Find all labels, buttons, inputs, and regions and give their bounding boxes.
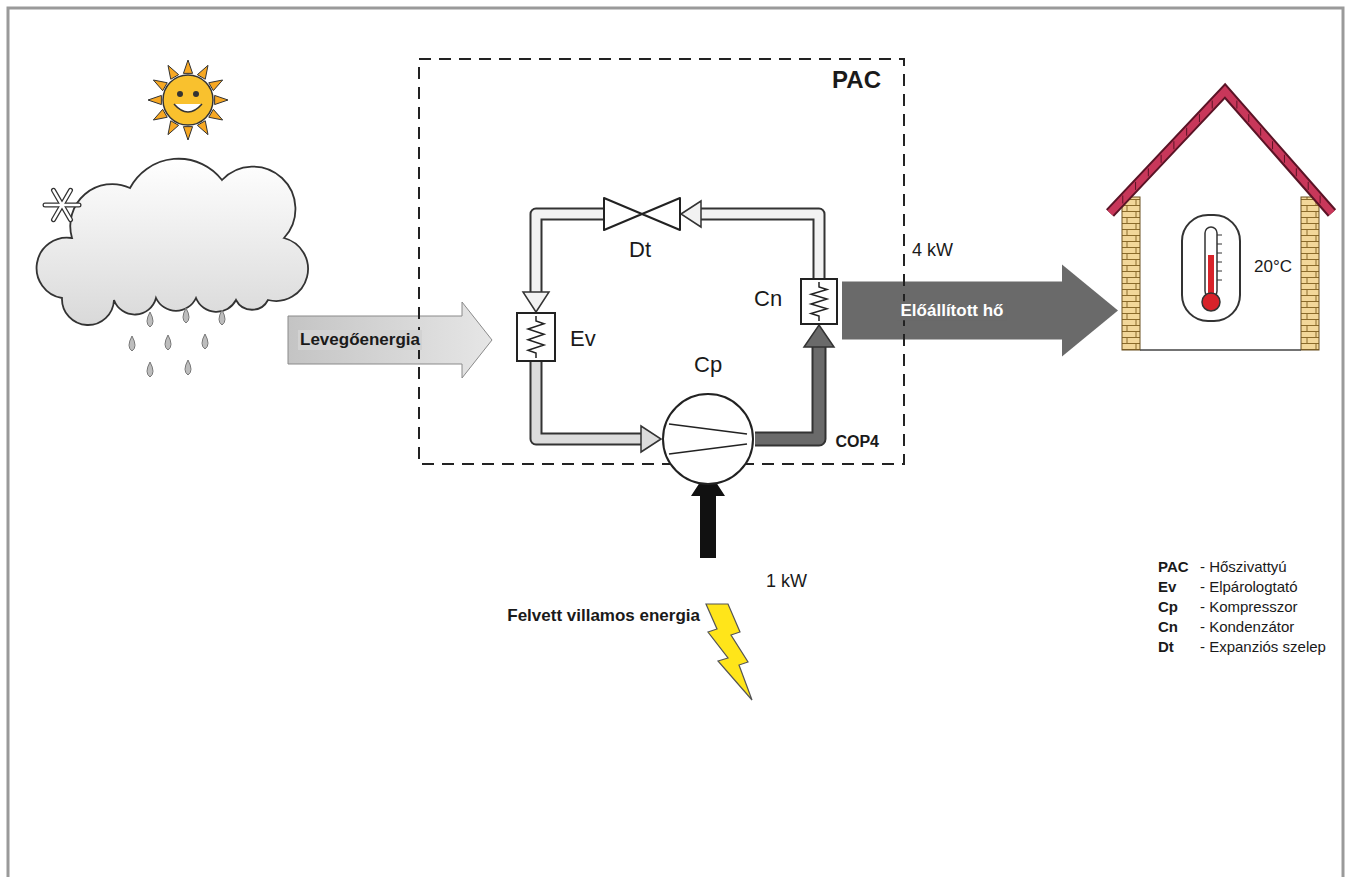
compressor-outline	[661, 392, 755, 486]
node-label: 20°C	[1254, 257, 1292, 277]
annotation: 1 kW	[766, 571, 807, 592]
node-label: Cp	[694, 352, 722, 377]
legend-key: - Kompresszor	[1200, 598, 1298, 615]
legend-key: - Hőszivattyú	[1200, 558, 1287, 575]
compressor: Cp	[661, 392, 755, 486]
condenser: Cn	[800, 278, 838, 325]
node-label: Dt	[629, 237, 651, 262]
legend-key: - Expanziós szelep	[1200, 638, 1326, 655]
heat-pump-boundary-outline	[418, 58, 905, 465]
legend-key: Cn	[1158, 618, 1178, 635]
refrigerant-flow	[755, 325, 834, 439]
legend-key: - Elpárologtató	[1200, 578, 1298, 595]
expansion-valve: Dt	[603, 197, 681, 231]
node-label: Ev	[570, 326, 596, 351]
evaporator-outline	[516, 312, 556, 362]
cloud-icon	[37, 159, 308, 325]
legend-key: PAC	[1158, 558, 1189, 575]
heat-pump-boundary: PAC COP4 DtEvCp Cn	[418, 58, 905, 465]
expansion-valve-outline	[603, 197, 681, 231]
refrigerant-flow	[523, 214, 603, 312]
house: 20°C	[1118, 85, 1323, 355]
raindrops	[129, 308, 225, 377]
annotation: Felvett villamos energia	[507, 606, 700, 626]
evaporator: Ev	[516, 312, 556, 362]
edge-label: Előállított hő	[898, 301, 1007, 321]
refrigerant-flow	[536, 362, 661, 452]
condenser-outline	[800, 278, 838, 325]
snowflake-icon	[45, 190, 79, 219]
node-label: COP4	[835, 433, 879, 451]
annotation: Levegőenergia	[298, 330, 422, 350]
node-label: PAC	[832, 66, 881, 94]
heat-output-arrow	[842, 265, 1118, 357]
legend-key: Dt	[1158, 638, 1174, 655]
house-outline	[1118, 85, 1323, 355]
air-energy-arrow	[288, 302, 492, 378]
annotation: 4 kW	[912, 240, 953, 261]
page-frame	[8, 8, 1343, 877]
sun-icon	[148, 60, 228, 140]
legend-key: - Kondenzátor	[1200, 618, 1294, 635]
refrigerant-flow	[681, 201, 819, 278]
node-label: Cn	[754, 286, 782, 311]
legend-key: Cp	[1158, 598, 1178, 615]
lightning-icon	[706, 604, 752, 700]
legend-key: Ev	[1158, 578, 1176, 595]
